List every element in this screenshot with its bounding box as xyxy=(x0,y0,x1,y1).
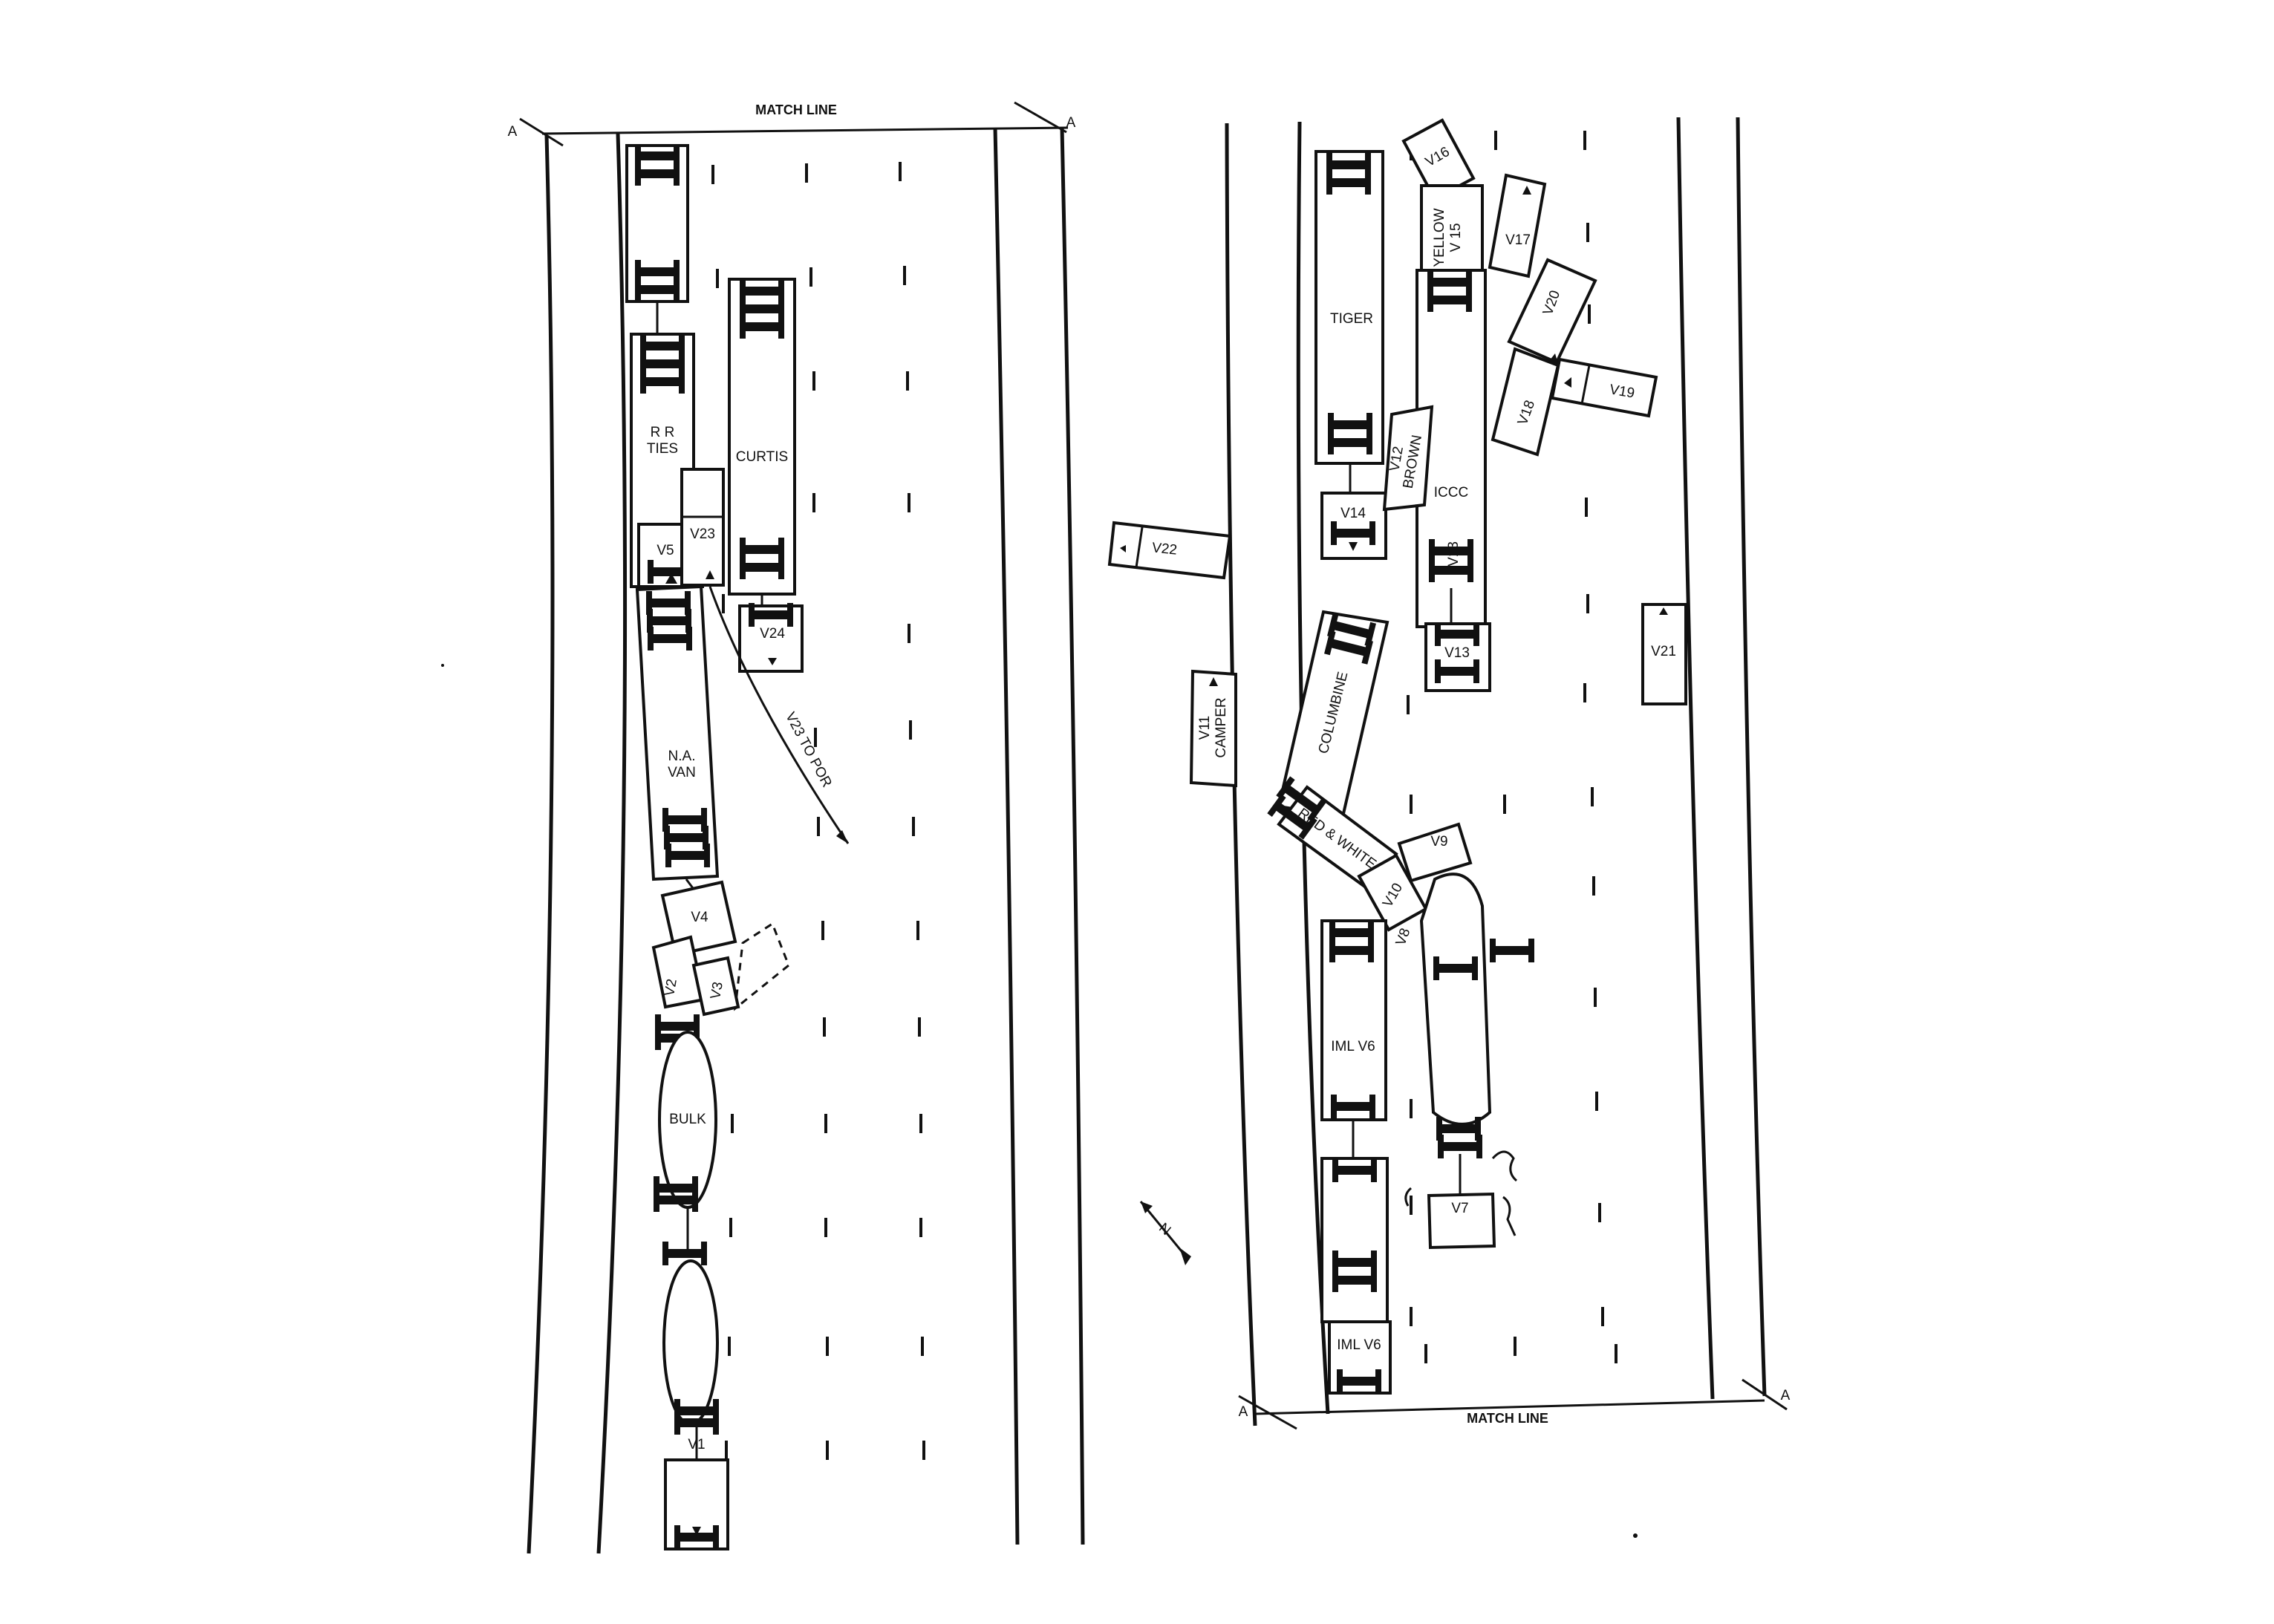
vehicle-label: IML V6 xyxy=(1331,1039,1375,1054)
match-line-bottom-label: MATCH LINE xyxy=(1467,1411,1548,1426)
vehicle-v23: V23 xyxy=(680,468,725,587)
vehicle-v7: V7 xyxy=(1404,873,1534,1250)
left-curb-east xyxy=(993,127,1020,1545)
vehicle-v17: V17 xyxy=(1488,173,1547,278)
vehicle-label: V7 xyxy=(1451,1201,1468,1216)
vehicle-v16: V16 xyxy=(1401,118,1476,201)
vehicle-v9: V9 xyxy=(1397,822,1473,883)
vehicle-curtis: CURTIS xyxy=(728,278,796,621)
right-lane-dashes xyxy=(1407,131,1617,1363)
vehicle-v19: V19 xyxy=(1550,357,1658,418)
vehicle-label: V24 xyxy=(760,626,785,642)
vehicle-label: V8 xyxy=(1393,926,1414,948)
vehicle-label: V13 xyxy=(1444,645,1470,661)
vehicle-label: V22 xyxy=(1151,540,1178,558)
left-outer-edge-east xyxy=(1060,127,1085,1545)
vehicle-na-van: N.A.VAN xyxy=(635,584,720,892)
section-mark-top-left: A xyxy=(508,124,518,140)
right-panel: MATCH LINE A A TIGER xyxy=(1107,117,1791,1538)
vehicle-top-trailer xyxy=(625,144,689,334)
right-outer-edge-east xyxy=(1736,117,1767,1397)
vehicle-label: BULK xyxy=(669,1112,706,1127)
vehicle-label: V5 xyxy=(657,543,674,558)
match-line-top-label: MATCH LINE xyxy=(755,102,837,117)
vehicle-v18: V18 xyxy=(1491,347,1560,457)
match-line-top-tick-right xyxy=(1014,101,1067,134)
vehicle-label: V9 xyxy=(1430,834,1447,849)
vehicle-label: IML V6 xyxy=(1337,1337,1381,1353)
right-curb-east xyxy=(1676,117,1715,1400)
vehicle-v22: V22 xyxy=(1107,521,1232,580)
match-line-top xyxy=(541,126,1069,135)
left-panel: MATCH LINE A A xyxy=(441,101,1085,1554)
section-mark-top-right: A xyxy=(1066,115,1076,131)
vehicle-v14: V14 xyxy=(1320,492,1387,560)
vehicle-v3: V3 xyxy=(691,956,740,1017)
match-line-bottom-tick-left xyxy=(1238,1395,1297,1430)
vehicle-label: N.A.VAN xyxy=(668,749,696,780)
north-arrow: N xyxy=(1139,1201,1191,1265)
section-mark-bottom-right: A xyxy=(1781,1388,1791,1403)
left-outer-edge-west xyxy=(527,134,555,1554)
vehicle-label: ICCC xyxy=(1434,485,1468,500)
match-line-bottom xyxy=(1254,1399,1765,1415)
vehicle-label: V1 xyxy=(688,1437,705,1452)
vehicle-columbine: COLUMBINE xyxy=(1277,610,1390,819)
vehicle-v4: V4 xyxy=(660,880,790,1011)
vehicle-label: V21 xyxy=(1651,644,1676,659)
vehicle-label: V4 xyxy=(691,910,708,925)
vehicle-label: CURTIS xyxy=(736,449,788,465)
vehicle-label: V17 xyxy=(1505,232,1531,248)
match-line-top-tick-left xyxy=(519,117,564,147)
vehicle-v12-brown: V12BROWN xyxy=(1382,405,1434,512)
match-line-bottom-tick-right xyxy=(1742,1378,1788,1411)
vehicle-v1: V1 xyxy=(664,1423,729,1550)
vehicle-tiger: TIGER xyxy=(1314,150,1384,493)
vehicle-v11-camper: V11CAMPER xyxy=(1189,669,1237,788)
vehicle-bulk: BULK xyxy=(654,1014,719,1435)
vehicle-v21: V21 xyxy=(1641,603,1687,705)
vehicle-label: V23 xyxy=(690,526,715,542)
vehicle-label: V2 xyxy=(662,978,680,998)
vehicle-label: V3 xyxy=(708,981,726,1001)
vehicle-v13: V13 xyxy=(1424,622,1491,692)
vehicle-label: V11CAMPER xyxy=(1197,697,1229,757)
vehicle-iml-v6-b: IML V6 xyxy=(1320,1157,1392,1395)
section-mark-bottom-left: A xyxy=(1239,1404,1248,1420)
left-curb-west xyxy=(596,133,628,1554)
vehicle-label: YELLOWV 15 xyxy=(1432,208,1464,267)
vehicle-v24: V24 xyxy=(738,603,804,673)
right-outer-edge-west xyxy=(1225,123,1257,1426)
vehicle-label: V14 xyxy=(1340,506,1366,521)
vehicle-label: TIGER xyxy=(1330,311,1373,327)
vehicle-iml-v6-a: IML V6 xyxy=(1320,919,1387,1158)
vehicle-v5: V5 xyxy=(657,543,677,584)
speck xyxy=(1633,1533,1638,1538)
vehicle-v8: V8 xyxy=(1393,926,1414,948)
speck xyxy=(441,664,444,667)
left-lane-dashes xyxy=(711,162,925,1460)
